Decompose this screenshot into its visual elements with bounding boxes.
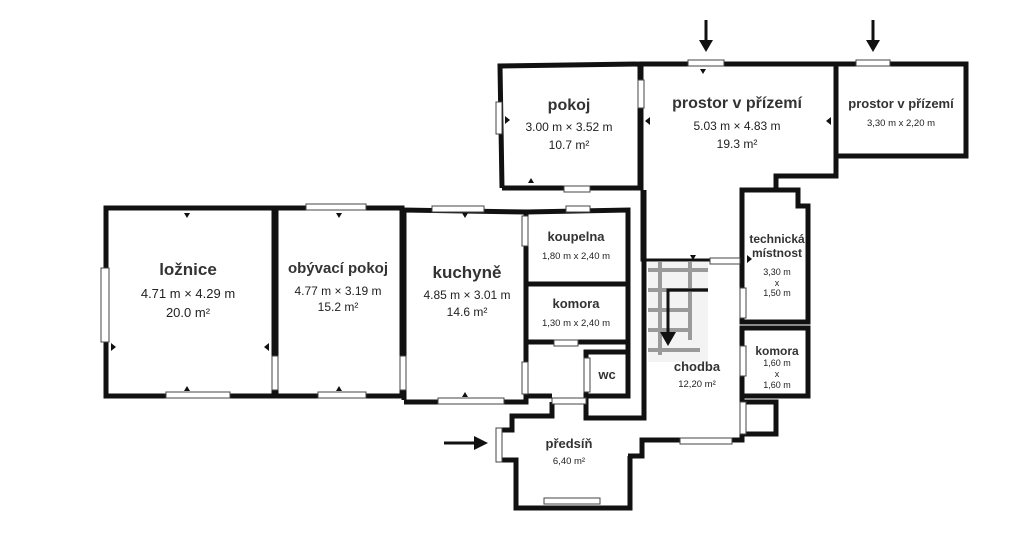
- room-area: 12,20 m²: [678, 378, 716, 390]
- room-name: prostor v přízemí: [848, 96, 954, 111]
- room-wc: wc: [598, 367, 615, 383]
- room-komora-2: komora 1,60 m x 1,60 m: [755, 344, 798, 391]
- room-area: 10.7 m²: [548, 137, 590, 152]
- room-name: koupelna: [547, 229, 605, 244]
- room-dimension-1: 3,30 m: [763, 266, 791, 277]
- room-dimensions: 1,80 m x 2,40 m: [541, 250, 611, 262]
- room-prostor-v-prizemi-2: prostor v přízemí 3,30 m x 2,20 m: [848, 96, 953, 129]
- room-dimensions: 1,30 m x 2,40 m: [541, 317, 611, 329]
- room-name: obývací pokoj: [287, 260, 389, 277]
- room-area: 6,40 m²: [552, 455, 586, 467]
- room-koupelna: koupelna 1,80 m x 2,40 m: [542, 229, 610, 262]
- room-name: pokoj: [547, 97, 591, 114]
- room-dimensions: 3,30 m x 2,20 m: [866, 117, 936, 129]
- room-dimensions: 5.03 m × 4.83 m: [693, 119, 781, 134]
- room-predsin: předsíň 6,40 m²: [546, 436, 593, 467]
- room-loznice: ložnice 4.71 m × 4.29 m 20.0 m²: [141, 260, 235, 321]
- room-name: chodba: [673, 359, 721, 374]
- room-dimension-2: 1,60 m: [763, 379, 791, 390]
- windows: [100, 59, 891, 505]
- dimension-separator: x: [774, 277, 780, 288]
- room-dimension-1: 1,60 m: [763, 358, 791, 369]
- dimension-separator: x: [774, 369, 780, 380]
- entrance-arrow-top-1: [699, 20, 713, 52]
- room-name: komora: [552, 296, 600, 311]
- room-technicka-mistnost: technická místnost 3,30 m x 1,50 m: [749, 232, 804, 299]
- room-area: 20.0 m²: [165, 304, 211, 320]
- room-dimensions: 4.85 m × 3.01 m: [423, 288, 511, 303]
- room-name: wc: [598, 367, 616, 382]
- room-area: 14.6 m²: [446, 304, 488, 319]
- room-name: technická: [749, 232, 805, 246]
- room-name: kuchyně: [432, 263, 502, 282]
- room-area: 15.2 m²: [317, 300, 359, 315]
- room-dimension-2: 1,50 m: [763, 288, 791, 299]
- room-name: prostor v přízemí: [672, 95, 802, 112]
- room-kuchyne: kuchyně 4.85 m × 3.01 m 14.6 m²: [423, 263, 510, 319]
- room-dimensions: 4.71 m × 4.29 m: [140, 286, 236, 302]
- room-dimensions: 3.00 m × 3.52 m: [525, 120, 613, 135]
- room-dimensions: 4.77 m × 3.19 m: [294, 284, 382, 298]
- room-area: 19.3 m²: [716, 136, 758, 151]
- entrance-arrow-left: [444, 436, 488, 450]
- room-pokoj: pokoj 3.00 m × 3.52 m 10.7 m²: [525, 96, 612, 152]
- room-name: komora: [755, 344, 799, 358]
- room-komora: komora 1,30 m x 2,40 m: [542, 296, 610, 329]
- room-name: ložnice: [159, 260, 217, 279]
- room-obyvaci-pokoj: obývací pokoj 4.77 m × 3.19 m 15.2 m²: [288, 260, 388, 315]
- room-name: předsíň: [545, 436, 593, 451]
- room-chodba: chodba 12,20 m²: [674, 359, 720, 390]
- staircase: [648, 262, 708, 362]
- room-prostor-v-prizemi: prostor v přízemí 5.03 m × 4.83 m 19.3 m…: [672, 94, 802, 151]
- wall-markers: [111, 69, 831, 397]
- room-name-line2: místnost: [751, 246, 803, 261]
- entrance-arrow-top-2: [866, 20, 880, 52]
